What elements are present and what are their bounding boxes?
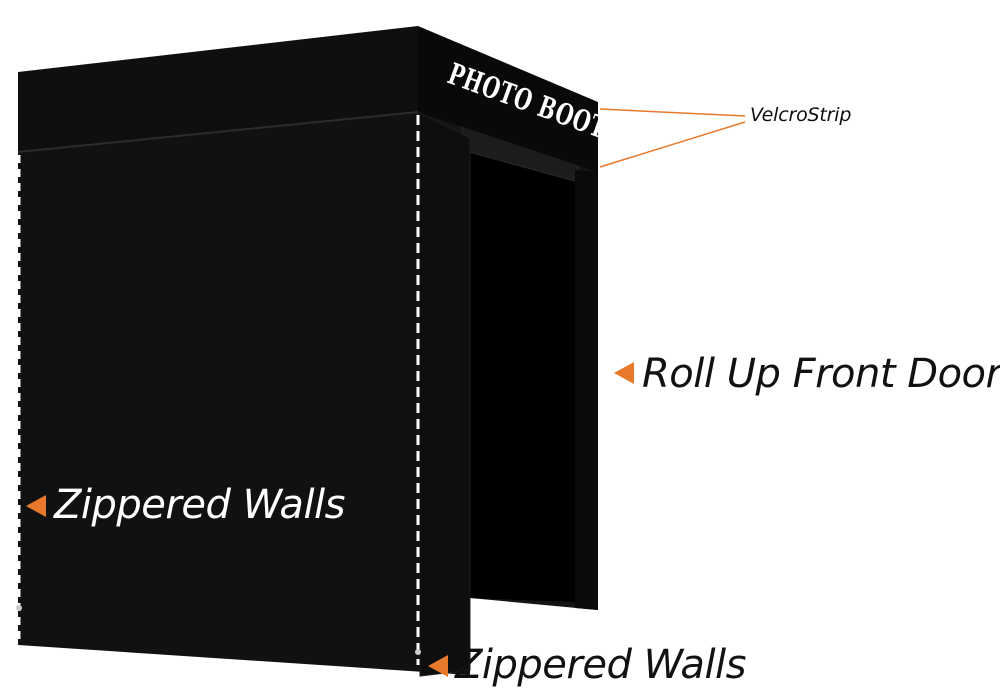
roll-up-door-pointer bbox=[614, 362, 634, 384]
canopy-front-valance bbox=[18, 26, 418, 152]
booth-front-flap bbox=[417, 111, 471, 677]
zippered-walls-side-pointer bbox=[26, 495, 46, 517]
zippered-walls-side-label: Zippered Walls bbox=[54, 482, 346, 528]
velcro-leader-line-top bbox=[599, 108, 746, 117]
zippered-walls-bottom-pointer bbox=[428, 655, 448, 677]
velcro-leader-line-bottom bbox=[599, 121, 746, 168]
booth-doorway bbox=[470, 140, 575, 602]
canopy-side-valance bbox=[418, 26, 598, 172]
booth-door-frame bbox=[575, 170, 598, 610]
canopy-seam bbox=[17, 111, 419, 153]
roll-up-front-door-label: Roll Up Front Door bbox=[642, 351, 1000, 397]
zipper-pull-corner bbox=[415, 649, 421, 655]
zipper-pull-left bbox=[16, 605, 22, 611]
booth-front-wall bbox=[18, 112, 470, 675]
zippered-walls-bottom-label: Zippered Walls bbox=[455, 642, 747, 688]
velcro-strip-label: VelcroStrip bbox=[750, 104, 852, 126]
